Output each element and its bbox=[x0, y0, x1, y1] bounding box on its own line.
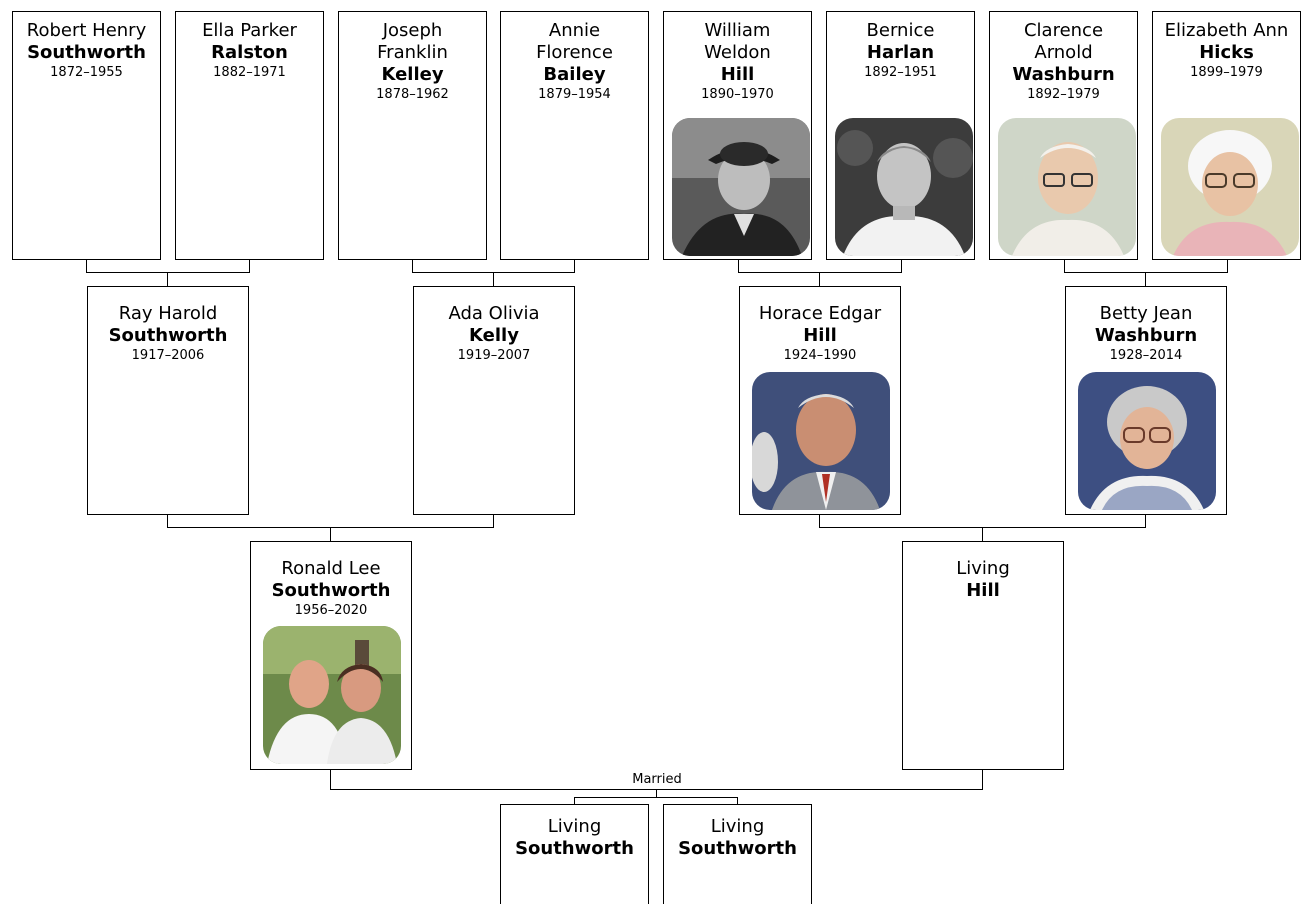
surname: Washburn bbox=[1094, 325, 1198, 346]
given-name: Living bbox=[956, 558, 1010, 579]
given-name: Bernice bbox=[866, 20, 935, 41]
connector-line bbox=[1064, 272, 1228, 273]
life-dates: 1879–1954 bbox=[538, 87, 611, 102]
surname: Hicks bbox=[1199, 42, 1254, 63]
life-dates: 1882–1971 bbox=[213, 65, 286, 80]
connector-line bbox=[738, 272, 902, 273]
person-card-living-hill[interactable]: Living Hill bbox=[902, 541, 1064, 770]
surname: Washburn bbox=[1012, 64, 1115, 85]
surname: Kelley bbox=[381, 64, 444, 85]
connector-line bbox=[1145, 515, 1146, 527]
connector-line bbox=[86, 260, 87, 272]
person-card-bernice-harlan[interactable]: Bernice Harlan 1892–1951 bbox=[826, 11, 975, 260]
surname: Southworth bbox=[27, 42, 146, 63]
person-card-elizabeth-ann-hicks[interactable]: Elizabeth Ann Hicks 1899–1979 bbox=[1152, 11, 1301, 260]
given-name: Robert Henry bbox=[26, 20, 147, 41]
life-dates: 1892–1951 bbox=[864, 65, 937, 80]
person-card-ella-parker-ralston[interactable]: Ella Parker Ralston 1882–1971 bbox=[175, 11, 324, 260]
person-card-clarence-arnold-washburn[interactable]: Clarence Arnold Washburn 1892–1979 bbox=[989, 11, 1138, 260]
person-card-ray-harold-southworth[interactable]: Ray Harold Southworth 1917–2006 bbox=[87, 286, 249, 515]
life-dates: 1878–1962 bbox=[376, 87, 449, 102]
portrait-photo bbox=[1078, 372, 1216, 510]
portrait-photo bbox=[263, 626, 401, 764]
given-name: Elizabeth Ann bbox=[1164, 20, 1289, 41]
person-card-annie-florence-bailey[interactable]: Annie Florence Bailey 1879–1954 bbox=[500, 11, 649, 260]
person-card-living-southworth-2[interactable]: Living Southworth bbox=[663, 804, 812, 904]
connector-line bbox=[574, 797, 575, 804]
life-dates: 1872–1955 bbox=[50, 65, 123, 80]
surname: Southworth bbox=[515, 838, 634, 859]
life-dates: 1919–2007 bbox=[457, 348, 531, 363]
connector-line bbox=[249, 260, 250, 272]
connector-line bbox=[493, 272, 494, 286]
portrait-photo bbox=[672, 118, 810, 256]
given-name: Ronald Lee bbox=[281, 558, 381, 579]
surname: Hill bbox=[966, 580, 1000, 601]
given-name: Ray Harold bbox=[118, 303, 218, 324]
given-name: Joseph Franklin bbox=[377, 20, 448, 63]
connector-line bbox=[574, 797, 738, 798]
given-name: Living bbox=[547, 816, 602, 837]
given-name: Annie Florence bbox=[536, 20, 613, 63]
life-dates: 1890–1970 bbox=[701, 87, 774, 102]
life-dates: 1924–1990 bbox=[783, 348, 857, 363]
connector-line bbox=[574, 260, 575, 272]
life-dates: 1956–2020 bbox=[294, 603, 368, 618]
given-name: Living bbox=[710, 816, 765, 837]
marriage-line bbox=[330, 770, 331, 789]
person-card-living-southworth-1[interactable]: Living Southworth bbox=[500, 804, 649, 904]
surname: Southworth bbox=[678, 838, 797, 859]
surname: Kelly bbox=[469, 325, 519, 346]
connector-line bbox=[901, 260, 902, 272]
connector-line bbox=[819, 515, 820, 527]
portrait-photo bbox=[998, 118, 1136, 256]
connector-line bbox=[656, 789, 657, 797]
connector-line bbox=[982, 527, 983, 541]
person-card-ronald-lee-southworth[interactable]: Ronald Lee Southworth 1956–2020 bbox=[250, 541, 412, 770]
life-dates: 1892–1979 bbox=[1027, 87, 1100, 102]
person-card-william-weldon-hill[interactable]: William Weldon Hill 1890–1970 bbox=[663, 11, 812, 260]
given-name: William Weldon bbox=[704, 20, 771, 63]
portrait-photo bbox=[752, 372, 890, 510]
given-name: Ella Parker bbox=[202, 20, 297, 41]
life-dates: 1917–2006 bbox=[131, 348, 205, 363]
connector-line bbox=[412, 260, 413, 272]
connector-line bbox=[1064, 260, 1065, 272]
connector-line bbox=[167, 515, 168, 527]
connector-line bbox=[86, 272, 250, 273]
person-card-robert-henry-southworth[interactable]: Robert Henry Southworth 1872–1955 bbox=[12, 11, 161, 260]
given-name: Ada Olivia bbox=[448, 303, 540, 324]
portrait-photo bbox=[835, 118, 973, 256]
given-name: Betty Jean bbox=[1099, 303, 1193, 324]
connector-line bbox=[738, 260, 739, 272]
connector-line bbox=[493, 515, 494, 527]
connector-line bbox=[819, 272, 820, 286]
connector-line bbox=[167, 272, 168, 286]
connector-line bbox=[1145, 272, 1146, 286]
surname: Southworth bbox=[108, 325, 228, 346]
person-card-horace-edgar-hill[interactable]: Horace Edgar Hill 1924–1990 bbox=[739, 286, 901, 515]
given-name: Horace Edgar bbox=[758, 303, 882, 324]
connector-line bbox=[1227, 260, 1228, 272]
surname: Bailey bbox=[543, 64, 606, 85]
connector-line bbox=[330, 527, 331, 541]
surname: Hill bbox=[720, 64, 755, 85]
person-card-ada-olivia-kelly[interactable]: Ada Olivia Kelly 1919–2007 bbox=[413, 286, 575, 515]
person-card-joseph-franklin-kelley[interactable]: Joseph Franklin Kelley 1878–1962 bbox=[338, 11, 487, 260]
surname: Ralston bbox=[211, 42, 288, 63]
person-card-betty-jean-washburn[interactable]: Betty Jean Washburn 1928–2014 bbox=[1065, 286, 1227, 515]
life-dates: 1928–2014 bbox=[1109, 348, 1183, 363]
surname: Southworth bbox=[271, 580, 391, 601]
life-dates: 1899–1979 bbox=[1190, 65, 1263, 80]
portrait-photo bbox=[1161, 118, 1299, 256]
surname: Hill bbox=[803, 325, 837, 346]
connector-line bbox=[737, 797, 738, 804]
marriage-line bbox=[982, 770, 983, 789]
married-label: Married bbox=[632, 772, 682, 787]
surname: Harlan bbox=[866, 42, 935, 63]
given-name: Clarence Arnold bbox=[1023, 20, 1104, 63]
